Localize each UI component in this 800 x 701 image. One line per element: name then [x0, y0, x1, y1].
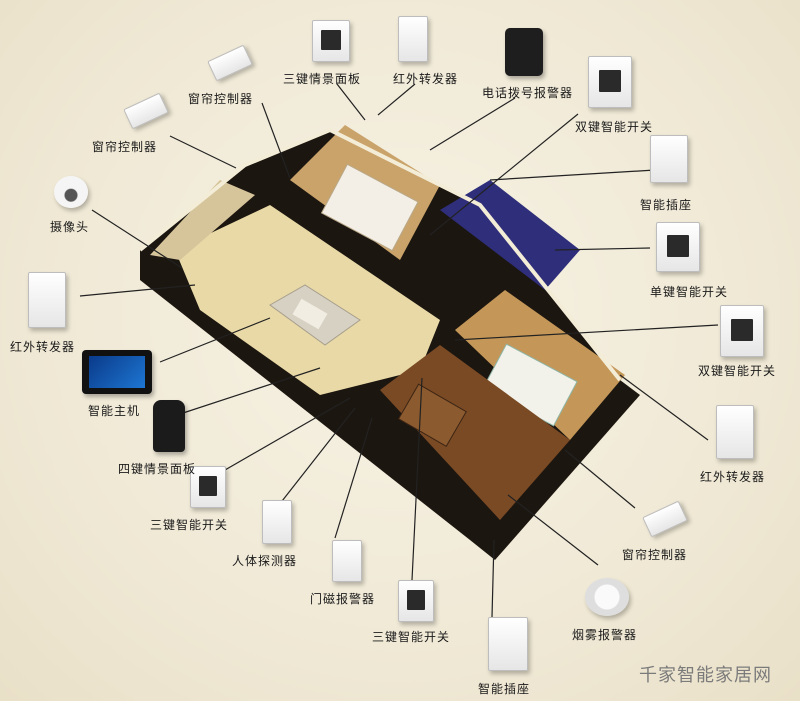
door-alarm-device — [332, 540, 362, 582]
smart-socket-top-device — [650, 135, 688, 183]
phone-alarm-device — [505, 28, 543, 76]
dining-table — [397, 383, 467, 448]
three-key-switch-bottom-device — [398, 580, 434, 622]
balcony-floor — [150, 180, 255, 260]
three-key-scene-panel-device — [312, 20, 350, 62]
ir-relay-top-device — [398, 16, 428, 62]
label-ir-relay-top: 红外转发器 — [393, 72, 459, 86]
label-curtain-controller-2: 窗帘控制器 — [92, 140, 158, 154]
body-detector-device — [262, 500, 292, 544]
label-three-key-scene-panel: 三键情景面板 — [283, 72, 362, 86]
smart-host-device — [82, 350, 152, 394]
four-key-remote-device — [153, 400, 185, 452]
label-dual-switch-right: 双键智能开关 — [698, 364, 777, 378]
label-single-switch: 单键智能开关 — [650, 285, 729, 299]
label-three-key-switch-left: 三键智能开关 — [150, 518, 229, 532]
coffee-table — [292, 298, 328, 330]
label-smart-host: 智能主机 — [88, 404, 141, 418]
ir-relay-right-device — [716, 405, 754, 459]
smoke-alarm-device — [585, 578, 629, 616]
label-three-key-switch-bottom: 三键智能开关 — [372, 630, 451, 644]
label-four-key-scene-panel: 四键情景面板 — [118, 462, 197, 476]
watermark: 千家智能家居网 — [639, 665, 772, 686]
label-door-alarm: 门磁报警器 — [310, 592, 376, 606]
camera-device — [54, 176, 88, 208]
dual-switch-top-device — [588, 56, 632, 108]
single-switch-device — [656, 222, 700, 272]
label-camera: 摄像头 — [50, 220, 90, 234]
label-ir-relay-right: 红外转发器 — [700, 470, 766, 484]
bathroom-floor — [440, 180, 580, 290]
label-body-detector: 人体探测器 — [232, 554, 298, 568]
bedroom-1-bed — [320, 163, 419, 252]
label-ir-relay-left: 红外转发器 — [10, 340, 76, 354]
dual-switch-right-device — [720, 305, 764, 357]
label-phone-alarm: 电话拨号报警器 — [482, 86, 574, 100]
label-smart-socket-bottom: 智能插座 — [478, 682, 531, 696]
ir-relay-left-device — [28, 272, 66, 328]
plan-walls — [138, 127, 622, 382]
label-curtain-controller-3: 窗帘控制器 — [622, 548, 688, 562]
smart-socket-bottom-device — [488, 617, 528, 671]
label-smart-socket-top: 智能插座 — [640, 198, 693, 212]
label-dual-switch-top: 双键智能开关 — [575, 120, 654, 134]
three-key-switch-left-device — [190, 466, 226, 508]
label-smoke-alarm: 烟雾报警器 — [572, 628, 638, 642]
leader-lines — [79, 83, 719, 618]
label-curtain-controller-1: 窗帘控制器 — [188, 92, 254, 106]
